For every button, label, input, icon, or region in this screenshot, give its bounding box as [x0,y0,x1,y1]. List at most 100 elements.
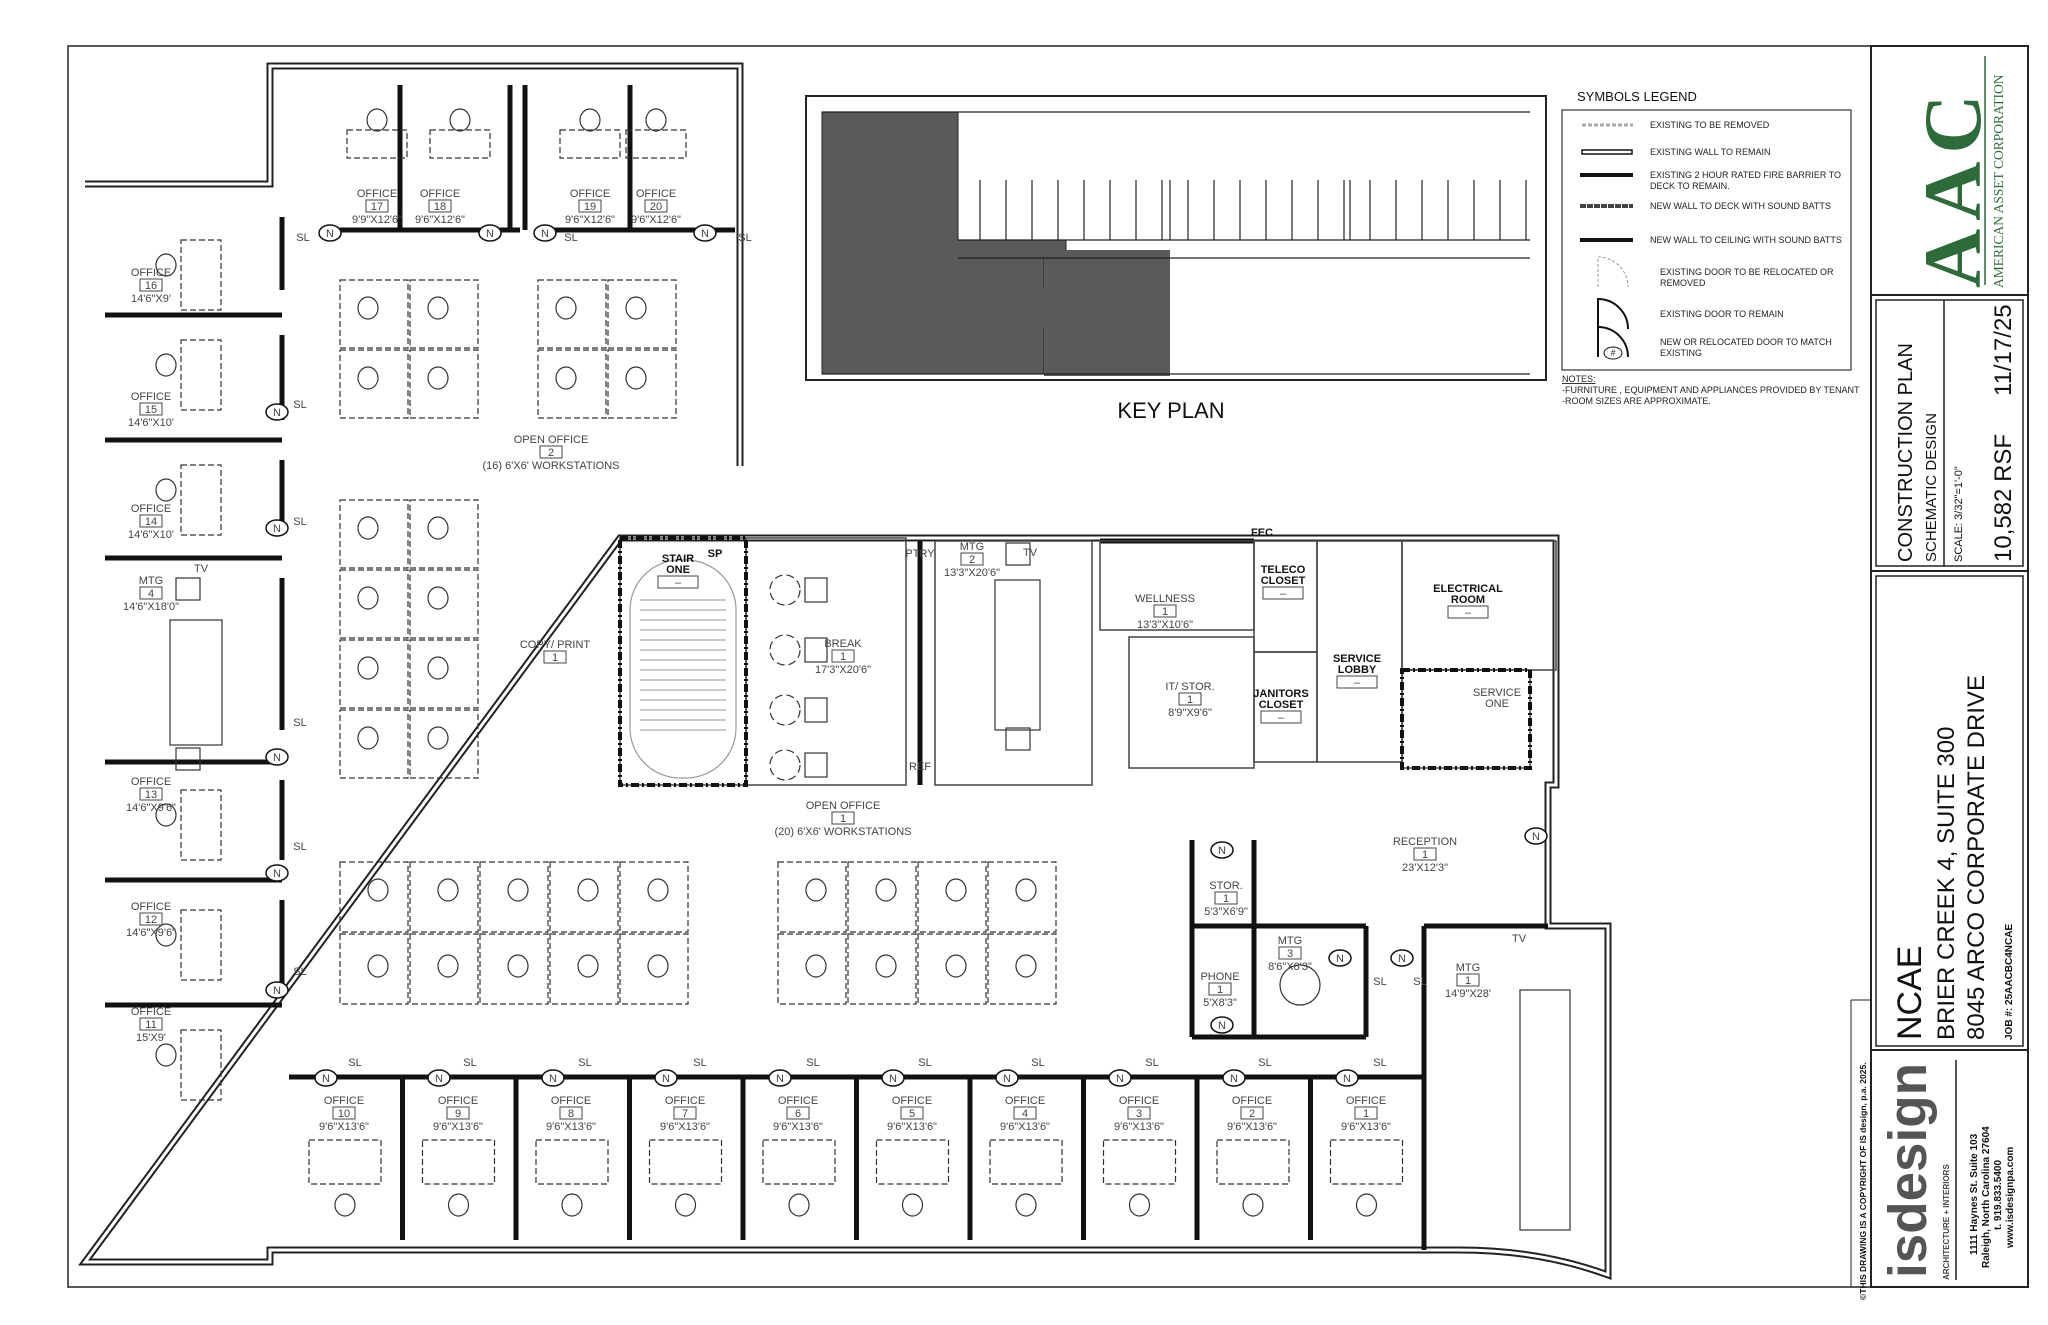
room-number: 16 [145,280,157,292]
room-number: 3 [1287,948,1293,960]
room-outline [1316,540,1403,763]
workstation [180,339,222,411]
workstation [339,709,409,779]
legend-item-label: EXISTING 2 HOUR RATED FIRE BARRIER TO [1650,170,1841,180]
room-name: ONE [1485,698,1509,710]
conference-table [169,619,223,746]
symbols-legend: SYMBOLS LEGEND EXISTING TO BE REMOVEDEXI… [1561,89,1860,406]
sidelight-label: SL [1258,1057,1271,1069]
door-tag: N [693,224,717,242]
room-number-box [960,552,984,566]
sidelight-label: SL [806,1057,819,1069]
door-tag-text: N [1218,845,1226,857]
room-number-box [446,1106,470,1120]
room-number: 20 [650,201,662,213]
sidelight-label: SL [738,232,751,244]
room-number-box [831,811,855,825]
chair [674,1193,697,1217]
elevator-shaft [1400,668,1532,770]
door-tag: N [654,1069,678,1087]
key-plan: KEY PLAN [805,95,1547,423]
chair [555,296,577,320]
room-number: 19 [584,201,596,213]
chair [357,586,379,610]
room-number-box [1354,1106,1378,1120]
room-name: IT/ STOR. [1165,681,1214,693]
room-stor: STOR.15'3"X6'9" [1204,880,1248,918]
room-number-box [1013,1106,1037,1120]
workstation [339,933,409,1005]
room-number: 17 [371,201,383,213]
door-tag-icon [265,864,289,882]
room-number: – [675,577,682,589]
room-name: OFFICE [665,1095,705,1107]
room-size: 8'6"X8'3" [1268,961,1312,973]
room-number: 4 [1022,1108,1028,1120]
cafe-table [769,749,801,781]
workstation [535,1139,609,1185]
chair [555,366,577,390]
workstation [479,933,549,1005]
room-size: 9'6"X13'6" [773,1121,823,1133]
door-symbol [1597,297,1629,330]
room-number: 8 [568,1108,574,1120]
workstation [875,1139,950,1185]
room-name: OFFICE [357,188,397,200]
room-name: OFFICE [892,1095,932,1107]
room-number-box [900,1106,924,1120]
room-size: 15'X9' [136,1032,166,1044]
room-outline [934,540,1093,786]
chair [788,1193,810,1217]
room-number-box [1127,1106,1151,1120]
chair [1005,727,1031,751]
workstation [777,861,847,933]
chair [357,516,379,540]
stair-outline [629,559,737,779]
room-size: 9'9"X12'6" [352,214,402,226]
room-name: OFFICE [131,1006,171,1018]
chair [1242,1193,1264,1217]
door-tag-text: N [889,1073,897,1085]
door-tag-icon [1210,1016,1234,1034]
workstation [607,279,677,349]
chair [357,296,379,320]
room-size: 23'X12'3" [1402,862,1448,874]
door-tag: N [768,1069,792,1087]
chair [155,353,177,377]
legend-notes-title: NOTES: [1562,374,1596,384]
workstation [180,464,222,536]
workstation [180,1029,222,1101]
workstation [421,1139,496,1185]
room-name: RECEPTION [1393,836,1457,848]
chair [507,954,529,978]
workstation [409,569,479,639]
door-tag: N [265,519,289,537]
sidelight-label: SL [1031,1057,1044,1069]
workstation [549,861,619,933]
door-tag-text: N [1003,1073,1011,1085]
chair [805,954,827,978]
room-name: OFFICE [131,503,171,515]
workstation [409,349,479,419]
door-tag-icon [654,1069,678,1087]
chair [625,296,647,320]
door-tag-text: N [549,1073,557,1085]
door-tag: N [427,1069,451,1087]
firm-logo-text: isdesign [1878,1063,1938,1278]
door-tag-icon [1603,346,1623,360]
sidelight-label: SL [296,232,309,244]
chair [437,878,459,902]
workstation [339,349,409,419]
room-size: 9'6"X13'6" [546,1121,596,1133]
chair [945,954,967,978]
room-name: MTG [960,541,984,553]
workstation [346,129,408,159]
